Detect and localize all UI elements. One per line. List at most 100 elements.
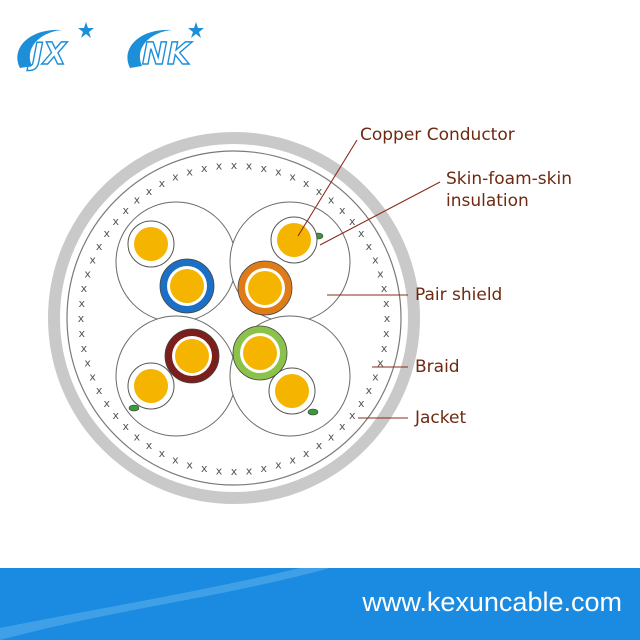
braid-mark: x bbox=[381, 342, 388, 355]
braid-mark: x bbox=[289, 171, 296, 184]
braid-mark: x bbox=[372, 371, 379, 384]
braid-mark: x bbox=[366, 384, 373, 397]
braid-mark: x bbox=[146, 185, 153, 198]
braid-mark: x bbox=[96, 384, 103, 397]
braid-mark: x bbox=[84, 356, 91, 369]
logo-jx: JX bbox=[10, 18, 102, 80]
braid-mark: x bbox=[81, 282, 88, 295]
conductor-white-top-right bbox=[270, 216, 318, 264]
logo-nk-text: NK bbox=[142, 37, 193, 72]
braid-mark: x bbox=[112, 409, 119, 422]
braid-mark: x bbox=[231, 159, 238, 172]
banner-swoosh bbox=[0, 568, 330, 640]
braid-mark: x bbox=[231, 465, 238, 478]
drain-marker bbox=[128, 404, 140, 412]
braid-mark: x bbox=[84, 268, 91, 281]
banner-background bbox=[0, 568, 640, 640]
braid-mark: x bbox=[246, 464, 253, 477]
braid-mark: x bbox=[216, 160, 223, 173]
braid-mark: x bbox=[146, 439, 153, 452]
braid-mark: x bbox=[349, 215, 356, 228]
braid-mark: x bbox=[261, 462, 268, 475]
braid-mark: x bbox=[289, 453, 296, 466]
conductor-blue bbox=[159, 258, 215, 314]
braid-mark: x bbox=[328, 194, 335, 207]
braid-mark: x bbox=[349, 409, 356, 422]
braid-mark: x bbox=[372, 253, 379, 266]
braid-mark: x bbox=[134, 194, 141, 207]
braid-mark: x bbox=[112, 215, 119, 228]
swoosh-icon bbox=[127, 29, 172, 68]
braid-mark: x bbox=[96, 240, 103, 253]
label-pair-shield-line: Pair shield bbox=[415, 285, 503, 305]
braid-mark: x bbox=[134, 430, 141, 443]
inner-jacket-edge bbox=[66, 150, 402, 486]
braid-mark: x bbox=[366, 240, 373, 253]
braid-mark: x bbox=[275, 166, 282, 179]
braid-mark: x bbox=[316, 185, 323, 198]
braid-mark: x bbox=[383, 327, 390, 340]
logo-nk: NK bbox=[120, 18, 212, 80]
braid-mark: x bbox=[172, 171, 179, 184]
label-copper-conductor: Copper Conductor bbox=[360, 124, 515, 146]
braid-ring: xxxxxxxxxxxxxxxxxxxxxxxxxxxxxxxxxxxxxxxx… bbox=[78, 159, 391, 478]
braid-mark: x bbox=[328, 430, 335, 443]
conductor-white-bottom-right bbox=[268, 367, 316, 415]
braid-mark: x bbox=[89, 253, 96, 266]
braid-mark: x bbox=[303, 447, 310, 460]
braid-mark: x bbox=[381, 282, 388, 295]
braid-mark: x bbox=[89, 371, 96, 384]
conductor-white-bottom-left bbox=[127, 362, 175, 410]
braid-mark: x bbox=[123, 420, 130, 433]
braid-mark: x bbox=[104, 227, 111, 240]
braid-mark: x bbox=[123, 204, 130, 217]
label-braid: Braid bbox=[415, 356, 460, 378]
star-icon bbox=[78, 22, 94, 38]
braid-mark: x bbox=[358, 397, 365, 410]
braid-mark: x bbox=[78, 297, 85, 310]
conductor-brown bbox=[164, 328, 220, 384]
braid-mark: x bbox=[275, 458, 282, 471]
braid-mark: x bbox=[384, 312, 391, 325]
leader-copper-conductor bbox=[297, 139, 358, 237]
braid-mark: x bbox=[201, 462, 208, 475]
conductor-green bbox=[232, 325, 288, 381]
label-jacket: Jacket bbox=[415, 407, 466, 429]
braid-mark: x bbox=[303, 177, 310, 190]
label-braid-line: Braid bbox=[415, 357, 460, 377]
braid-mark: x bbox=[383, 297, 390, 310]
braid-mark: x bbox=[159, 447, 166, 460]
website-banner: www.kexuncable.com bbox=[0, 568, 640, 640]
conductor-orange bbox=[237, 260, 293, 316]
braid-mark: x bbox=[104, 397, 111, 410]
braid-mark: x bbox=[261, 162, 268, 175]
braid-mark: x bbox=[201, 162, 208, 175]
braid-mark: x bbox=[159, 177, 166, 190]
braid-mark: x bbox=[377, 356, 384, 369]
braid-mark: x bbox=[246, 160, 253, 173]
label-copper-conductor-line: Copper Conductor bbox=[360, 125, 515, 145]
braid-mark: x bbox=[81, 342, 88, 355]
braid-mark: x bbox=[186, 458, 193, 471]
braid-mark: x bbox=[316, 439, 323, 452]
logo-jx-text: JX bbox=[27, 37, 68, 72]
braid-mark: x bbox=[216, 464, 223, 477]
braid-mark: x bbox=[186, 166, 193, 179]
leader-skin-foam-skin bbox=[319, 181, 441, 246]
label-skin-foam-skin-line-1: Skin-foam-skin bbox=[446, 169, 572, 189]
swoosh-icon bbox=[17, 29, 63, 68]
braid-mark: x bbox=[339, 204, 346, 217]
braid-mark: x bbox=[172, 453, 179, 466]
braid-mark: x bbox=[78, 312, 85, 325]
label-skin-foam-skin-insulation: Skin-foam-skin insulation bbox=[446, 168, 572, 212]
braid-mark: x bbox=[339, 420, 346, 433]
braid-mark: x bbox=[358, 227, 365, 240]
braid-mark: x bbox=[78, 327, 85, 340]
website-url[interactable]: www.kexuncable.com bbox=[362, 587, 622, 617]
conductor-white-top-left bbox=[127, 220, 175, 268]
star-icon bbox=[188, 22, 204, 38]
label-pair-shield: Pair shield bbox=[415, 284, 502, 306]
drain-marker bbox=[307, 408, 319, 416]
label-jacket-line: Jacket bbox=[415, 408, 467, 428]
